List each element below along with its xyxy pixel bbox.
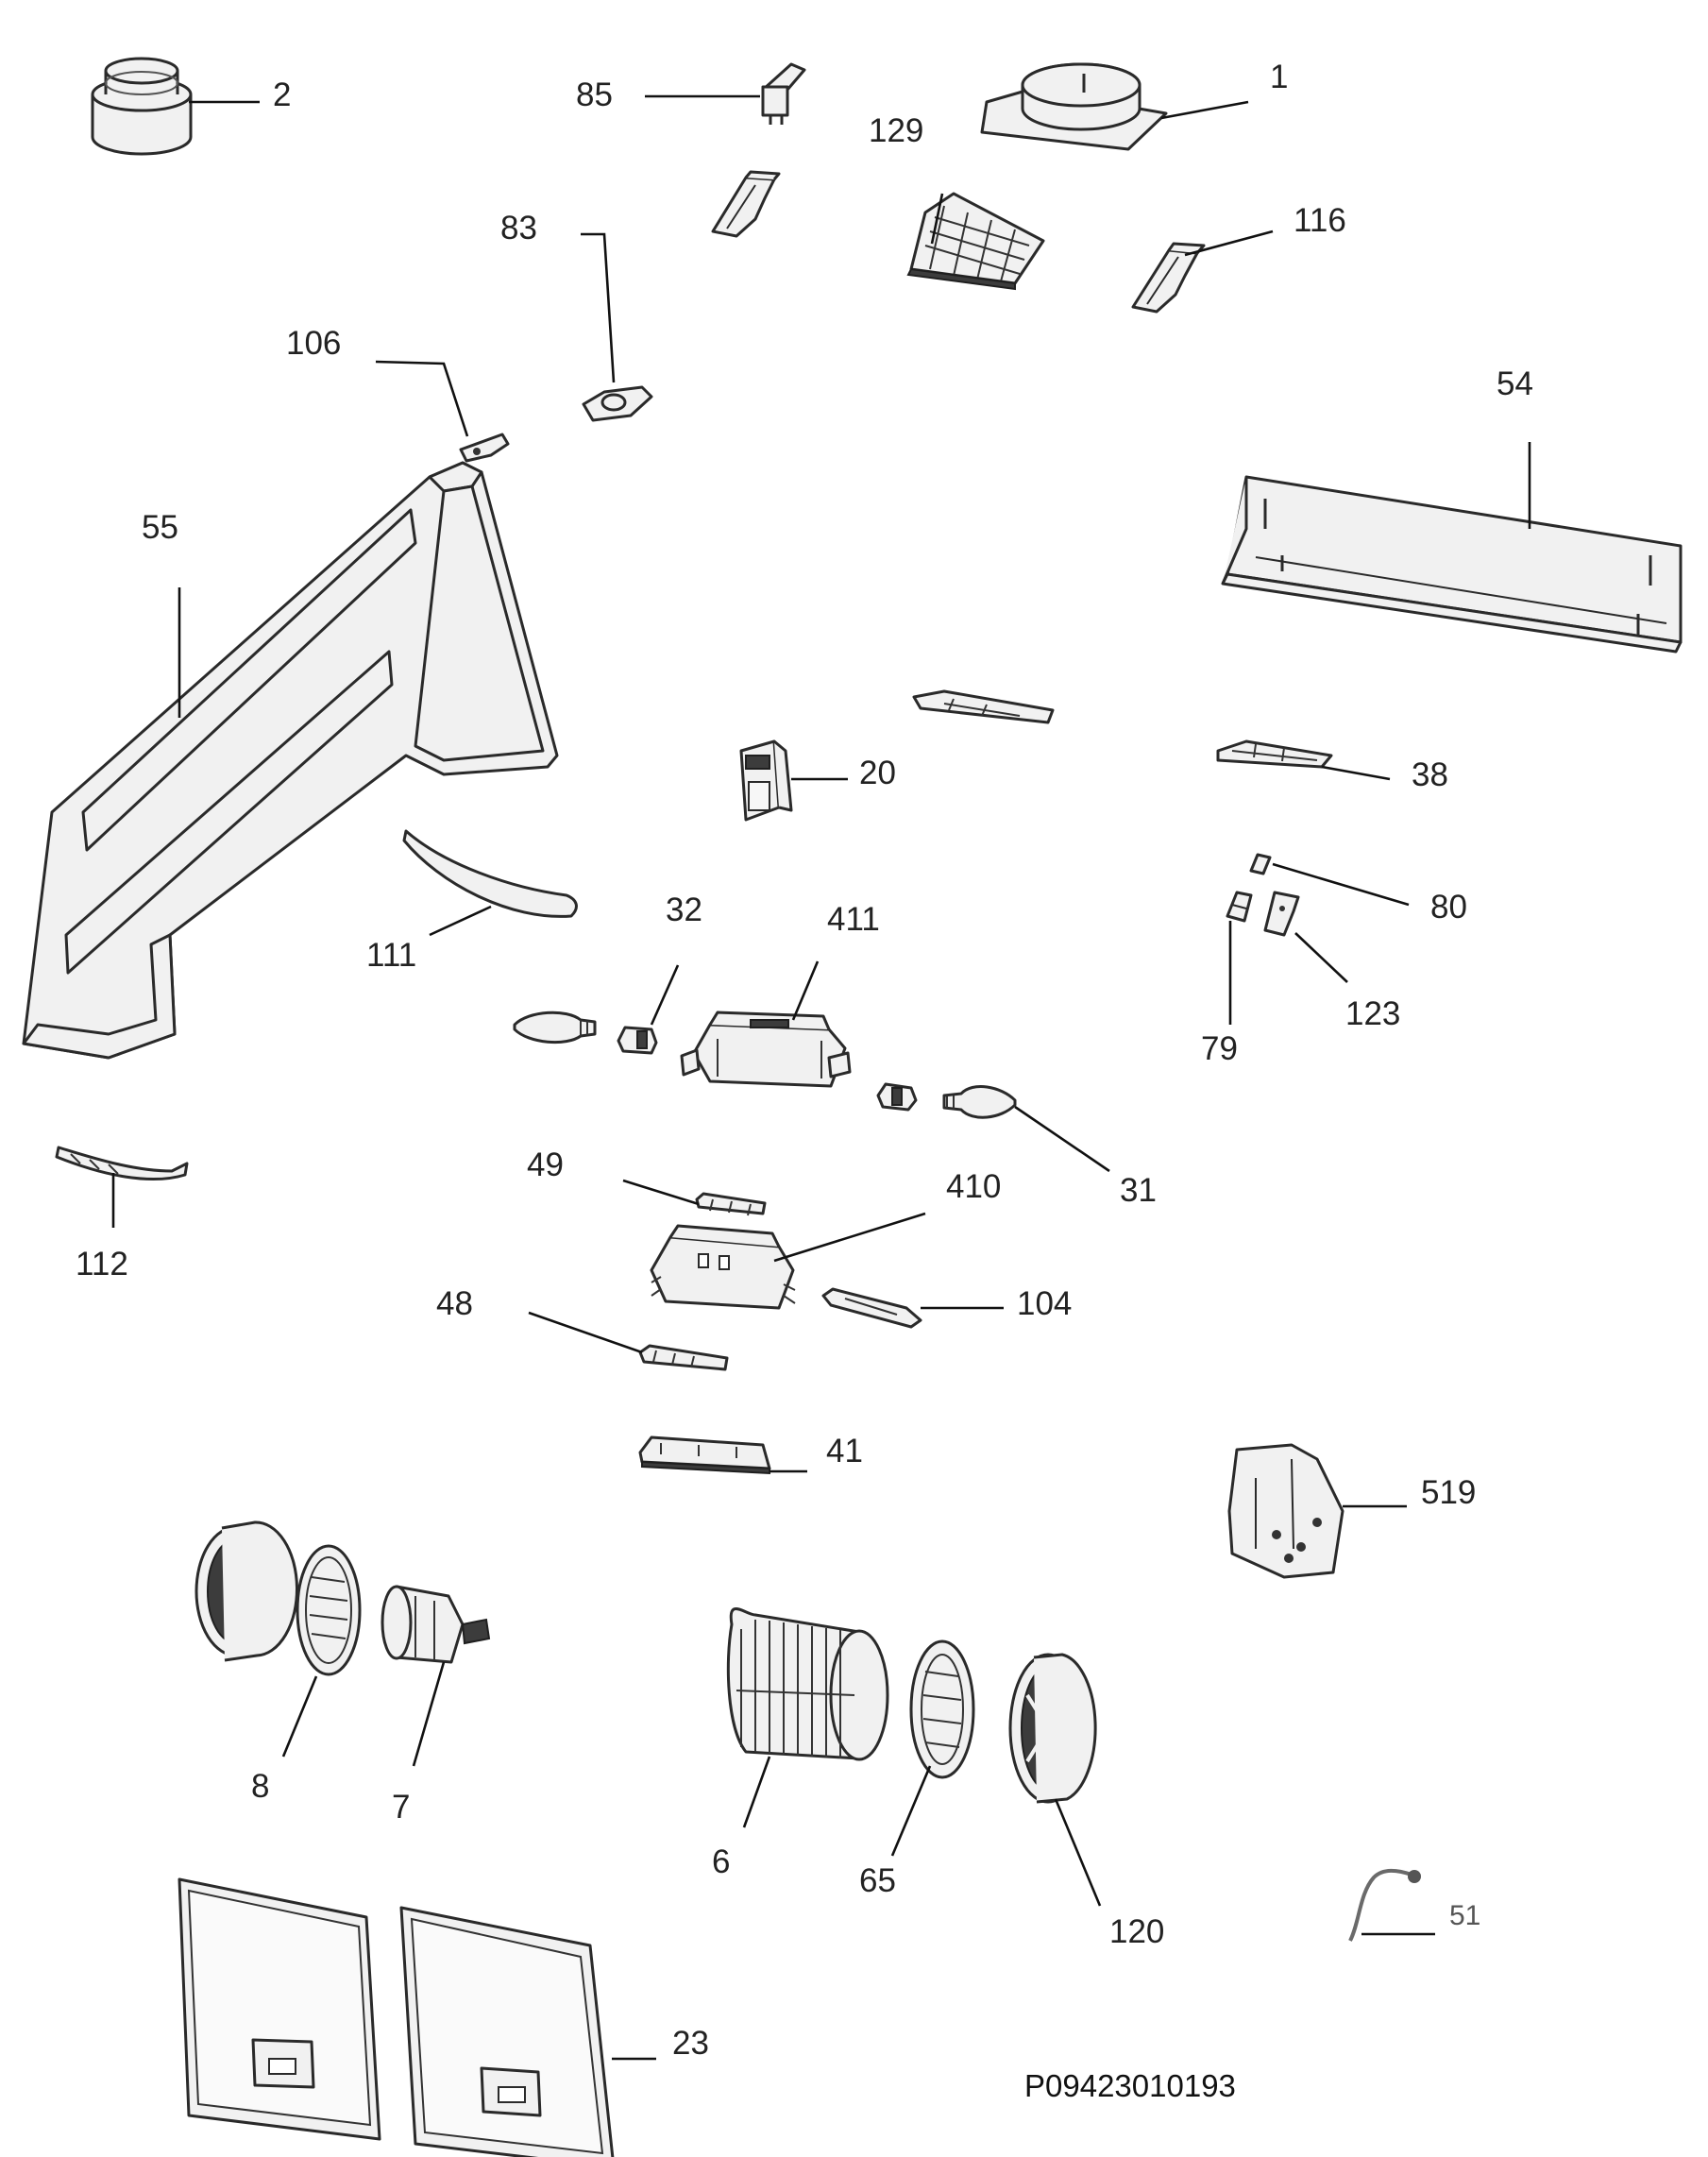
part-38-board	[1216, 739, 1333, 769]
label-2: 2	[273, 76, 291, 113]
label-104: 104	[1017, 1285, 1072, 1322]
part-80-fuse	[1249, 853, 1272, 875]
part-85-clip	[761, 62, 806, 125]
label-129: 129	[869, 112, 923, 149]
label-519: 519	[1421, 1474, 1476, 1511]
part-8-fan-ring	[194, 1520, 299, 1662]
label-80: 80	[1430, 889, 1467, 926]
part-32-lampholder-left	[617, 1026, 658, 1055]
part-120-ring	[1008, 1653, 1097, 1804]
part-129-grille	[906, 192, 1045, 291]
label-51: 51	[1449, 1900, 1480, 1931]
label-123: 123	[1345, 995, 1400, 1032]
label-120: 120	[1109, 1913, 1164, 1950]
label-6: 6	[712, 1843, 730, 1880]
part-49-connector	[695, 1192, 767, 1216]
part-connector-plate	[912, 689, 1055, 724]
part-411-lamp-housing	[680, 1011, 852, 1088]
part-112-trim	[55, 1146, 189, 1180]
label-85: 85	[576, 76, 613, 113]
part-23-grease-filter-left	[178, 1877, 381, 2141]
label-410: 410	[946, 1168, 1001, 1205]
label-31: 31	[1120, 1172, 1157, 1209]
part-bracket-left	[711, 170, 781, 238]
label-1: 1	[1270, 59, 1288, 95]
part-51-cable	[1348, 1868, 1421, 1942]
label-49: 49	[527, 1146, 564, 1183]
label-112: 112	[76, 1246, 128, 1282]
part-23-grease-filter-right	[399, 1906, 615, 2157]
part-31-lamp-left	[513, 1011, 597, 1045]
label-38: 38	[1412, 756, 1448, 793]
label-8: 8	[251, 1768, 269, 1805]
callout-labels: 2 85 1 129 83 116 106 54 55 20 38 32 411…	[76, 59, 1533, 2103]
label-411: 411	[827, 901, 880, 938]
part-111-trim	[402, 829, 578, 918]
part-32-lampholder-right	[876, 1082, 918, 1112]
label-32: 32	[666, 892, 702, 928]
label-55: 55	[142, 509, 178, 546]
diagram-code: P09423010193	[1024, 2068, 1236, 2103]
label-7: 7	[392, 1789, 410, 1826]
part-48-connector	[638, 1344, 729, 1371]
leader-lines	[111, 94, 1531, 2061]
part-54-front-panel	[1221, 475, 1683, 654]
part-79-clip	[1226, 891, 1253, 923]
label-116: 116	[1294, 202, 1346, 239]
part-20-switch	[739, 739, 793, 822]
part-65-inlet-plate	[909, 1639, 975, 1779]
label-54: 54	[1497, 365, 1533, 402]
part-116-bracket	[1131, 242, 1206, 314]
part-106-bracket	[459, 433, 510, 463]
part-104-strip	[821, 1287, 922, 1329]
part-83-clamp	[582, 385, 653, 422]
label-20: 20	[859, 755, 896, 791]
part-519-screw-bag	[1227, 1443, 1344, 1579]
part-410-control-board	[650, 1224, 796, 1310]
label-41: 41	[826, 1433, 863, 1469]
part-7-motor	[380, 1585, 491, 1664]
part-2-duct-collar	[91, 57, 193, 156]
part-31-lamp-right	[942, 1085, 1017, 1119]
part-6-blower-wheel	[726, 1607, 889, 1761]
part-41-board	[638, 1435, 771, 1475]
part-8-fan-grid	[296, 1544, 362, 1676]
label-106: 106	[286, 325, 341, 362]
part-123-plate	[1263, 891, 1300, 937]
label-79: 79	[1201, 1030, 1238, 1067]
part-55-hood-body	[22, 461, 559, 1060]
label-111: 111	[366, 937, 416, 974]
label-65: 65	[859, 1862, 896, 1899]
label-83: 83	[500, 210, 537, 246]
label-48: 48	[436, 1285, 473, 1322]
label-23: 23	[672, 2025, 709, 2062]
part-1-outlet-flange	[980, 62, 1168, 151]
